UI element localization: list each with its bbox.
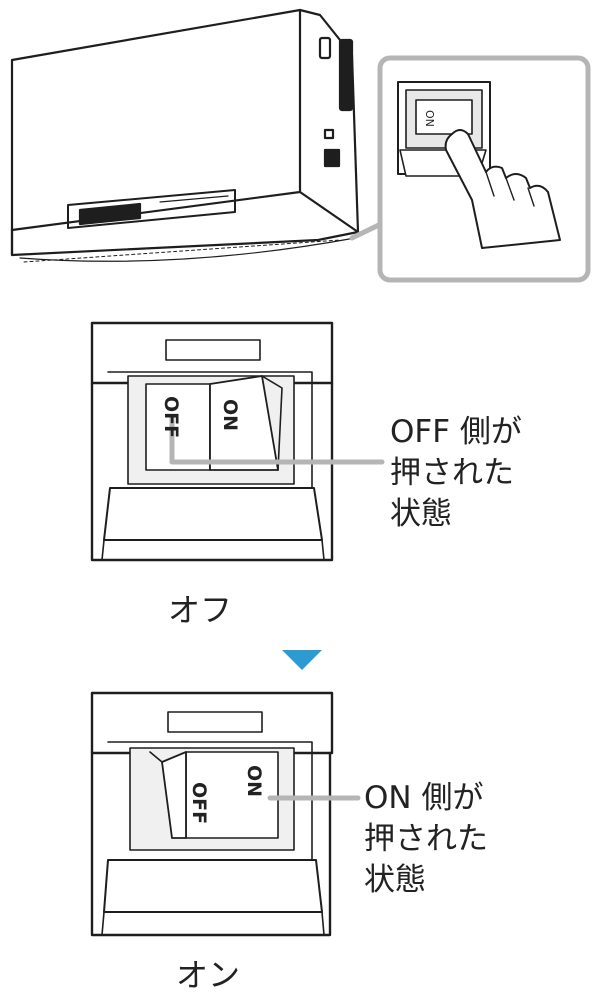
on-state-annotation: ON 側が 押された 状態 — [364, 778, 488, 901]
off-annotation-line-1: OFF 側が — [390, 414, 522, 450]
on-switch-on-label: ON — [243, 764, 266, 798]
off-annotation-line-3: 状態 — [390, 496, 452, 532]
switch-off-state — [90, 321, 385, 562]
on-annotation-line-2: 押された — [364, 821, 488, 857]
off-caption: オフ — [168, 591, 233, 629]
off-state-annotation: OFF 側が 押された 状態 — [390, 412, 522, 535]
svg-text:ON: ON — [423, 110, 436, 127]
off-switch-off-label: OFF — [160, 395, 183, 439]
down-arrow-icon — [282, 650, 322, 670]
on-annotation-line-1: ON 側が — [364, 780, 484, 816]
on-annotation-line-3: 状態 — [364, 862, 426, 898]
off-annotation-line-2: 押された — [390, 455, 514, 491]
on-switch-off-label: OFF — [188, 781, 211, 825]
on-caption: オン — [176, 956, 241, 994]
device-unit — [10, 8, 360, 263]
off-switch-on-label: ON — [219, 398, 242, 432]
switch-on-state — [90, 691, 361, 937]
zoom-callout: ON — [349, 55, 591, 283]
